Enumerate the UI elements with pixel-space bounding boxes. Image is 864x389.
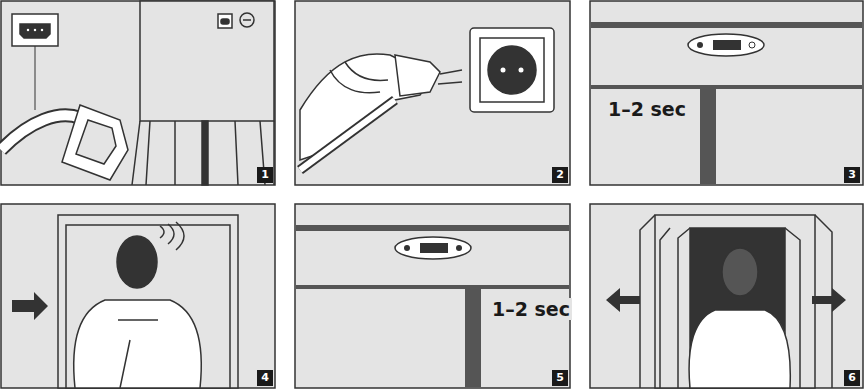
- panel: [1, 1, 275, 185]
- cabin-open-figure: [606, 215, 846, 388]
- control-panel-figure: [591, 22, 862, 184]
- duration-label: 1–2 sec: [490, 298, 572, 320]
- panel: [1, 204, 275, 388]
- panel-number: 1: [257, 167, 273, 183]
- panel-number: 6: [844, 370, 860, 386]
- plug-socket-figure: [300, 28, 554, 170]
- cabin-figure: [12, 215, 238, 388]
- power-cable-figure: [1, 1, 274, 185]
- duration-label: 1–2 sec: [606, 98, 688, 120]
- panel-number: 3: [844, 167, 860, 183]
- panel: [295, 204, 570, 388]
- panel-number: 4: [257, 370, 273, 386]
- panel: [590, 204, 863, 388]
- panel-number: 2: [552, 167, 568, 183]
- panel: [295, 1, 570, 185]
- panel-number: 5: [552, 370, 568, 386]
- panel: [590, 1, 863, 185]
